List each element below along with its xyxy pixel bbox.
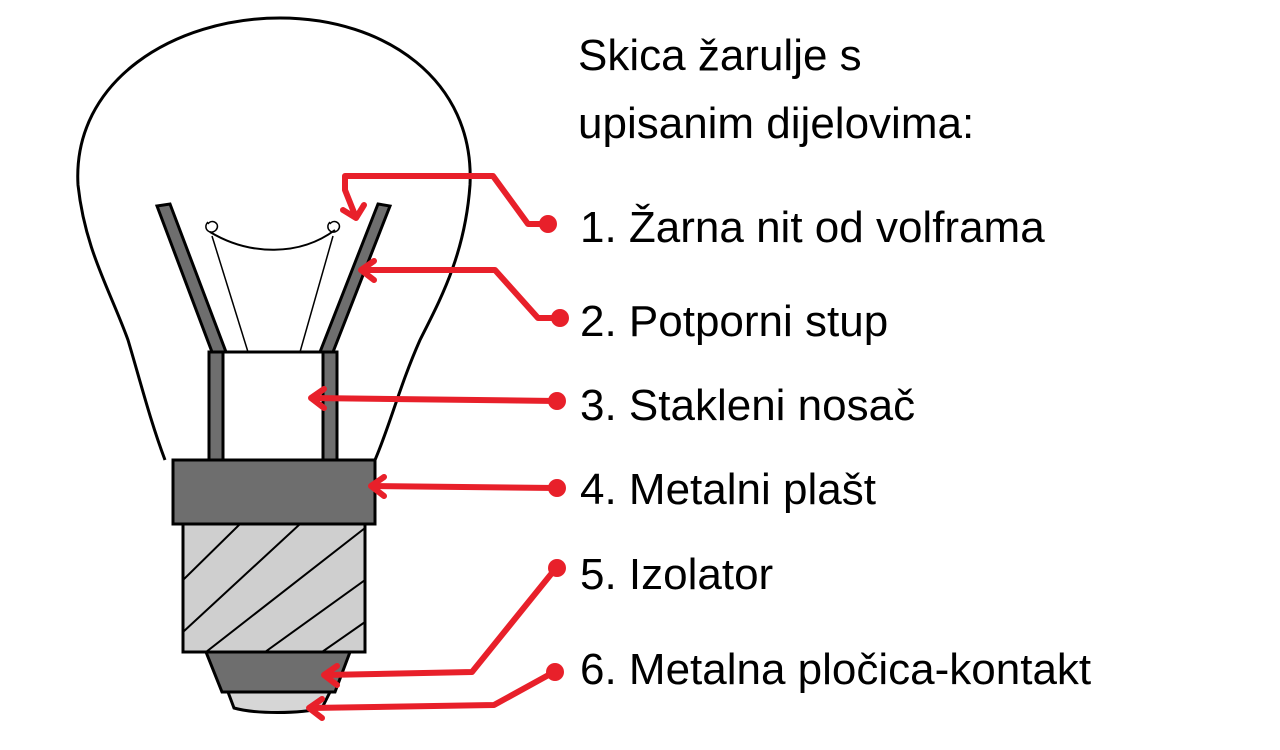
label-tungsten-filament: 1. Žarna nit od volframa <box>580 203 1045 252</box>
support-post-left <box>154 202 229 354</box>
thread-lines <box>183 524 365 652</box>
glass-stem-left <box>207 350 225 462</box>
filament-coil-left <box>205 220 219 233</box>
threaded-base <box>181 522 367 654</box>
arrow-4 <box>369 483 559 491</box>
label-contact-plate: 6. Metalna pločica-kontakt <box>580 645 1092 694</box>
title-line-2: upisanim dijelovima: <box>578 99 975 148</box>
metal-mantle <box>171 458 377 526</box>
title-line-1: Skica žarulje s <box>578 31 862 80</box>
arrowhead-1 <box>340 202 367 221</box>
lead-wire-right <box>299 235 334 353</box>
label-insulator: 5. Izolator <box>580 550 774 599</box>
dot-6 <box>546 663 564 681</box>
dot-1 <box>539 215 557 233</box>
label-metal-mantle: 4. Metalni plašt <box>580 465 876 514</box>
arrowhead-5 <box>321 663 340 688</box>
arrow-1 <box>342 173 551 227</box>
arrow-3 <box>309 395 559 404</box>
support-post-right <box>317 202 393 354</box>
insulator <box>203 650 353 694</box>
arrowhead-4 <box>368 474 387 499</box>
glass-bulb <box>76 16 472 461</box>
label-glass-stem: 3. Stakleni nosač <box>580 381 916 430</box>
arrowhead-2 <box>358 258 377 283</box>
arrowhead-6 <box>306 696 325 721</box>
dot-5 <box>548 559 566 577</box>
arrow-6 <box>307 669 557 711</box>
label-support-post: 2. Potporni stup <box>580 297 889 346</box>
dot-2 <box>551 309 569 327</box>
arrow-5 <box>322 565 559 678</box>
lead-wire-left <box>211 235 249 353</box>
arrow-2 <box>359 267 561 321</box>
dot-4 <box>548 479 566 497</box>
filament-coil-right <box>327 220 341 233</box>
arrowhead-3 <box>308 386 327 411</box>
dot-3 <box>548 392 566 410</box>
filament <box>209 229 336 251</box>
